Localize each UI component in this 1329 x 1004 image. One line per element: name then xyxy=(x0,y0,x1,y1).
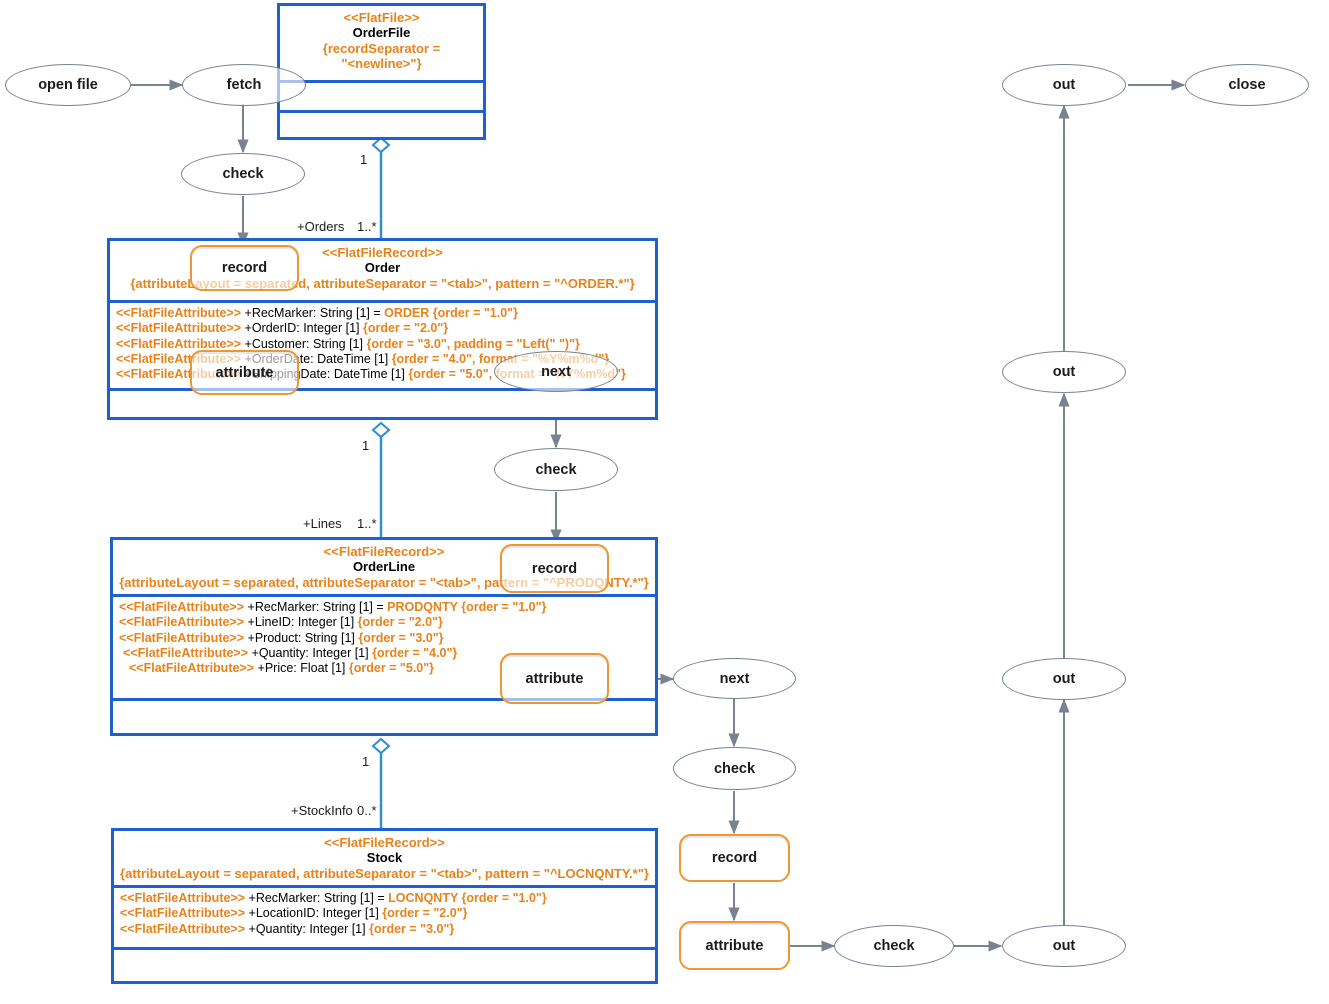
flow-node-open-file[interactable]: open file xyxy=(5,64,131,106)
flow-node-next-order[interactable]: next xyxy=(494,351,618,392)
orderfile-header: <<FlatFile>> OrderFile {recordSeparator … xyxy=(280,6,483,83)
flow-node-out-2[interactable]: out xyxy=(1002,351,1126,393)
attr-signature: +LineID: Integer [1] xyxy=(247,615,358,630)
flow-node-check-3[interactable]: check xyxy=(673,747,796,790)
stock-header: <<FlatFileRecord>> Stock {attributeLayou… xyxy=(114,831,655,888)
attr-constraint: {order = "1.0"} xyxy=(429,306,518,320)
uml-class-stock[interactable]: <<FlatFileRecord>> Stock {attributeLayou… xyxy=(111,828,658,984)
stock-attributes: <<FlatFileAttribute>> +RecMarker: String… xyxy=(114,888,655,950)
attr-stereotype: <<FlatFileAttribute>> xyxy=(123,645,249,660)
flow-node-check-4[interactable]: check xyxy=(834,925,954,967)
attribute-row[interactable]: <<FlatFileAttribute>> +OrderID: Integer … xyxy=(116,321,649,336)
flow-node-record-line[interactable]: record xyxy=(500,544,609,593)
assoc-order-orderline-source-mult: 1 xyxy=(362,438,370,453)
flow-node-check-1[interactable]: check xyxy=(181,153,305,195)
assoc-orderline-stock-role: +StockInfo xyxy=(291,803,353,818)
orderfile-attributes xyxy=(280,83,483,113)
attr-constraint: {order = "1.0"} xyxy=(457,600,547,614)
assoc-orderline-stock-target-mult: 0..* xyxy=(357,803,377,818)
stock-operations xyxy=(114,950,655,987)
attribute-row[interactable]: <<FlatFileAttribute>> +Customer: String … xyxy=(116,337,649,352)
flow-node-record-stock[interactable]: record xyxy=(679,834,790,882)
attr-stereotype: <<FlatFileAttribute>> xyxy=(116,321,242,336)
attr-signature: +RecMarker: String [1] = xyxy=(244,306,385,320)
attr-signature: +Customer: String [1] xyxy=(244,336,367,351)
attr-constraint: {order = "2.0"} xyxy=(382,906,468,921)
flow-node-check-2[interactable]: check xyxy=(494,448,618,491)
flow-node-next-line[interactable]: next xyxy=(673,658,796,699)
stock-properties: {attributeLayout = separated, attributeS… xyxy=(120,865,649,881)
orderline-name: OrderLine xyxy=(352,559,416,575)
attr-constraint: {order = "3.0"} xyxy=(358,630,444,645)
orderfile-properties-line2: "<newline>"} xyxy=(341,55,422,71)
uml-class-order[interactable]: <<FlatFileRecord>> Order {attributeLayou… xyxy=(107,238,658,420)
orderline-operations xyxy=(113,701,655,739)
assoc-order-orderline-target-mult: 1..* xyxy=(357,516,377,531)
order-name: Order xyxy=(364,260,401,276)
orderfile-properties-line1: {recordSeparator = xyxy=(322,40,441,56)
attr-stereotype: <<FlatFileAttribute>> xyxy=(116,336,242,351)
flow-node-out-3[interactable]: out xyxy=(1002,658,1126,700)
attr-stereotype: <<FlatFileAttribute>> xyxy=(119,615,245,630)
flow-node-fetch[interactable]: fetch xyxy=(182,64,306,106)
attr-stereotype: <<FlatFileAttribute>> xyxy=(119,600,245,614)
flow-node-attribute-line[interactable]: attribute xyxy=(500,653,609,704)
attribute-row[interactable]: <<FlatFileAttribute>> +RecMarker: String… xyxy=(120,891,649,906)
attr-constraint: {order = "3.0", padding = "Left(" ")"} xyxy=(366,336,580,351)
orderline-attributes: <<FlatFileAttribute>> +RecMarker: String… xyxy=(113,597,655,701)
attr-constraint: {order = "4.0"} xyxy=(372,645,458,660)
attribute-row[interactable]: <<FlatFileAttribute>> +RecMarker: String… xyxy=(119,600,649,615)
attr-stereotype: <<FlatFileAttribute>> xyxy=(116,306,242,320)
orderline-stereotype: <<FlatFileRecord>> xyxy=(323,544,445,559)
order-operations xyxy=(110,391,655,423)
attribute-row[interactable]: <<FlatFileAttribute>> +Product: String [… xyxy=(119,631,649,646)
attr-constraint: {order = "2.0"} xyxy=(362,321,449,336)
assoc-orderfile-order-target-mult: 1..* xyxy=(357,219,377,234)
attribute-row[interactable]: <<FlatFileAttribute>> +LineID: Integer [… xyxy=(119,615,649,630)
attr-signature: +Quantity: Integer [1] xyxy=(248,921,370,936)
attribute-row[interactable]: <<FlatFileAttribute>> +Quantity: Integer… xyxy=(119,646,649,661)
attribute-row[interactable]: <<FlatFileAttribute>> +Price: Float [1] … xyxy=(119,661,649,676)
attr-signature: +LocationID: Integer [1] xyxy=(248,906,383,921)
attr-signature: +Product: String [1] xyxy=(247,630,359,645)
assoc-order-orderline-role: +Lines xyxy=(303,516,342,531)
attribute-row[interactable]: <<FlatFileAttribute>> +Quantity: Integer… xyxy=(120,922,649,937)
assoc-orderfile-order-source-mult: 1 xyxy=(360,152,368,167)
flow-node-attribute-order[interactable]: attribute xyxy=(190,350,299,395)
flow-node-record-order[interactable]: record xyxy=(190,245,299,291)
flow-node-close[interactable]: close xyxy=(1185,64,1309,106)
attr-signature: +OrderID: Integer [1] xyxy=(244,321,363,336)
stock-stereotype: <<FlatFileRecord>> xyxy=(324,835,445,850)
attr-signature: +Price: Float [1] xyxy=(257,661,349,675)
orderfile-name: OrderFile xyxy=(352,25,411,41)
assoc-orderline-stock-source-mult: 1 xyxy=(362,754,370,769)
orderfile-operations xyxy=(280,113,483,140)
attr-value: LOCNQNTY xyxy=(388,891,459,905)
assoc-orderfile-order-role: +Orders xyxy=(297,219,345,234)
attr-constraint: {order = "2.0"} xyxy=(357,615,443,630)
flow-node-out-1[interactable]: out xyxy=(1002,64,1126,106)
attr-value: ORDER xyxy=(384,306,430,320)
flow-node-out-4[interactable]: out xyxy=(1002,925,1126,967)
attr-stereotype: <<FlatFileAttribute>> xyxy=(120,906,246,921)
attr-constraint: {order = "1.0"} xyxy=(458,891,547,905)
attribute-row[interactable]: <<FlatFileAttribute>> +RecMarker: String… xyxy=(116,306,649,321)
attr-constraint: {order = "3.0"} xyxy=(369,921,455,936)
attr-signature: +Quantity: Integer [1] xyxy=(251,645,373,660)
attr-signature: +RecMarker: String [1] = xyxy=(248,891,389,905)
attr-stereotype: <<FlatFileAttribute>> xyxy=(119,630,245,645)
flow-node-attribute-stock[interactable]: attribute xyxy=(679,921,790,970)
order-stereotype: <<FlatFileRecord>> xyxy=(322,245,443,260)
attr-signature: +RecMarker: String [1] = xyxy=(247,600,388,614)
orderfile-stereotype: <<FlatFile>> xyxy=(343,10,420,25)
uml-class-orderfile[interactable]: <<FlatFile>> OrderFile {recordSeparator … xyxy=(277,3,486,140)
attr-constraint: {order = "5.0"} xyxy=(348,661,435,675)
attr-stereotype: <<FlatFileAttribute>> xyxy=(120,921,246,936)
attr-stereotype: <<FlatFileAttribute>> xyxy=(129,661,255,675)
attr-stereotype: <<FlatFileAttribute>> xyxy=(120,891,246,905)
stock-name: Stock xyxy=(366,850,403,866)
attr-value: PRODQNTY xyxy=(387,600,458,614)
attribute-row[interactable]: <<FlatFileAttribute>> +LocationID: Integ… xyxy=(120,906,649,921)
